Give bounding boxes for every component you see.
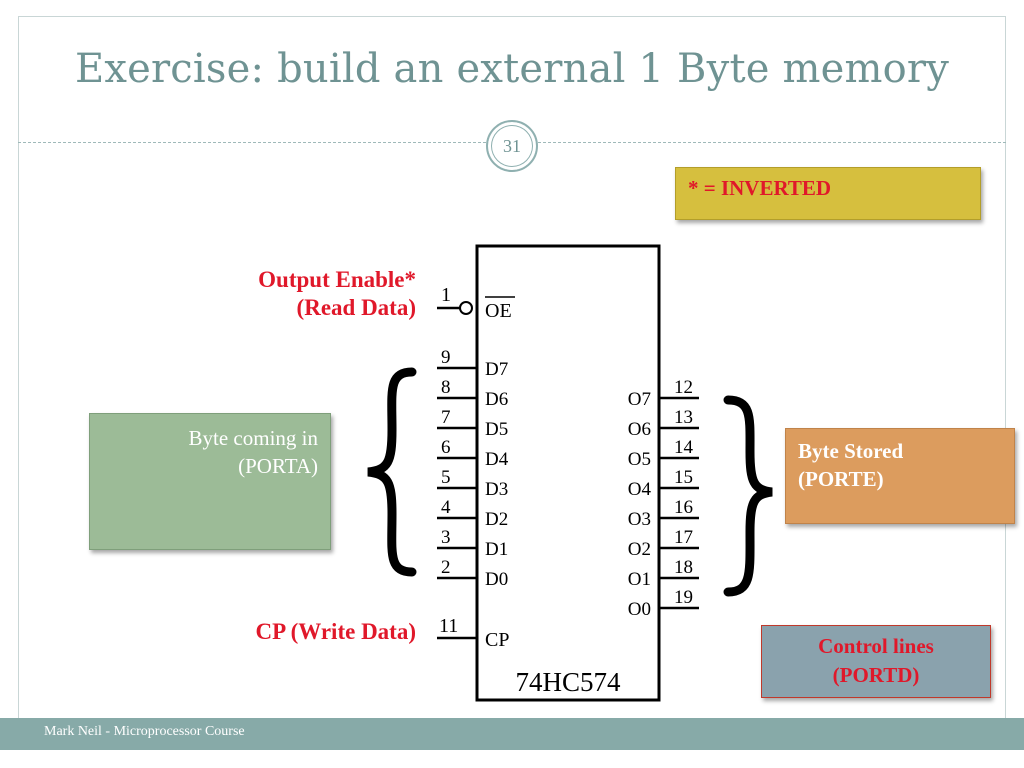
inverted-legend-box: * = INVERTED [675,167,981,220]
chip-body [475,244,661,702]
input-pin-number: 5 [441,467,451,488]
input-pin-label: D0 [485,569,508,590]
output-pin-label: O3 [628,509,651,530]
cp-label: CP (Write Data) [255,619,416,644]
byte-in-line1: Byte coming in [188,426,319,450]
chip-name: 74HC574 [515,667,621,697]
input-pins: 9D7 8D6 7D5 6D4 5D3 4D2 3D1 2D0 [437,347,509,590]
oe-inversion-bubble [459,301,473,315]
output-pin-label: O1 [628,569,651,590]
output-pin-number: 12 [674,377,693,398]
byte-in-box: Byte coming in (PORTA) [89,413,331,550]
byte-in-line2: (PORTA) [238,454,318,478]
right-brace [723,395,773,597]
output-pin-label: O7 [628,389,651,410]
slide-number: 31 [486,120,538,172]
output-pin-number: 19 [674,587,693,608]
control-lines-box: Control lines (PORTD) [761,625,991,698]
input-pin-label: D6 [485,389,508,410]
output-enable-line2: (Read Data) [296,295,416,320]
input-pin-label: D7 [485,359,508,380]
input-pin-label: D2 [485,509,508,530]
control-line1: Control lines [818,634,934,658]
input-pin-number: 2 [441,557,451,578]
input-pin-label: D4 [485,449,509,470]
left-brace [367,367,417,577]
input-pin-number: 9 [441,347,451,368]
output-pin-label: O4 [628,479,652,500]
byte-out-line1: Byte Stored [798,439,904,463]
output-pin-label: O2 [628,539,651,560]
byte-out-line2: (PORTE) [798,467,884,491]
input-pin-label: D3 [485,479,508,500]
input-pin-label: D5 [485,419,508,440]
output-pin-label: O5 [628,449,651,470]
input-pin-number: 6 [441,437,451,458]
output-pin-number: 14 [674,437,694,458]
control-line2: (PORTD) [832,663,920,687]
cp-pin-number: 11 [439,615,458,637]
output-enable-label: Output Enable* (Read Data) [150,266,416,322]
footer-bar [0,718,1024,750]
output-enable-line1: Output Enable* [258,267,416,292]
slide-title: Exercise: build an external 1 Byte memor… [74,46,950,92]
output-pin-number: 16 [674,497,693,518]
output-pin-number: 18 [674,557,693,578]
cp-pin-label: CP [485,629,509,651]
input-pin-number: 4 [441,497,451,518]
output-pin-number: 13 [674,407,693,428]
oe-pin-label: OE [485,300,512,322]
output-pin-label: O6 [628,419,651,440]
input-pin-number: 3 [441,527,451,548]
byte-out-box: Byte Stored (PORTE) [785,428,1015,524]
output-pin-number: 17 [674,527,693,548]
output-pin-label: O0 [628,599,651,620]
input-pin-number: 8 [441,377,451,398]
oe-pin-number: 1 [441,284,451,306]
output-pin-number: 15 [674,467,693,488]
input-pin-label: D1 [485,539,508,560]
input-pin-number: 7 [441,407,451,428]
footer-text: Mark Neil - Microprocessor Course [44,724,245,739]
